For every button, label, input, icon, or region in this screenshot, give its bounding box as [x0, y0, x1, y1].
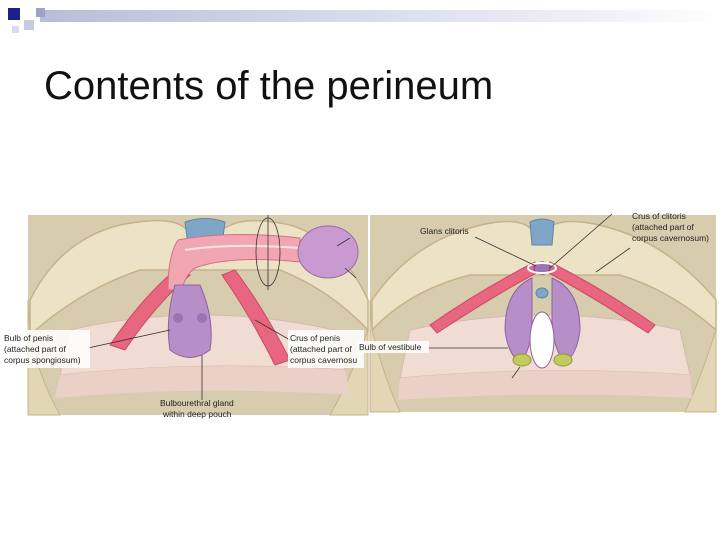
label-crus-of-penis-line3: corpus cavernosu: [290, 355, 357, 365]
header-square-light: [24, 20, 34, 30]
male-perineum-illustration: Bulb of penis (attached part of corpus s…: [2, 215, 369, 419]
label-bulbourethral-gland: Bulbourethral gland: [160, 398, 234, 408]
label-bulb-of-penis-line3: corpus spongiosum): [4, 355, 81, 365]
header-square-mid: [36, 8, 45, 17]
label-crus-of-penis: Crus of penis: [290, 333, 340, 343]
header-gradient-bar: [40, 10, 720, 22]
header-square-dark: [8, 8, 20, 20]
label-glans-clitoris: Glans clitoris: [420, 226, 469, 236]
label-bulb-of-penis-line2: (attached part of: [4, 344, 67, 354]
label-bulb-of-penis: Bulb of penis: [4, 333, 53, 343]
female-perineum-illustration: Glans clitoris Crus of clitoris (attache…: [357, 211, 717, 413]
label-bulbourethral-gland-line2: within deep pouch: [162, 409, 232, 419]
label-crus-of-penis-line2: (attached part of: [290, 344, 353, 354]
label-crus-of-clitoris-line2: (attached part of: [632, 222, 695, 232]
slide-title: Contents of the perineum: [44, 64, 494, 108]
header-square-small: [12, 26, 19, 33]
label-bulb-of-vestibule: Bulb of vestibule: [359, 342, 422, 352]
label-crus-of-clitoris-line3: corpus cavernosum): [632, 233, 709, 243]
label-crus-of-clitoris: Crus of clitoris: [632, 211, 686, 221]
